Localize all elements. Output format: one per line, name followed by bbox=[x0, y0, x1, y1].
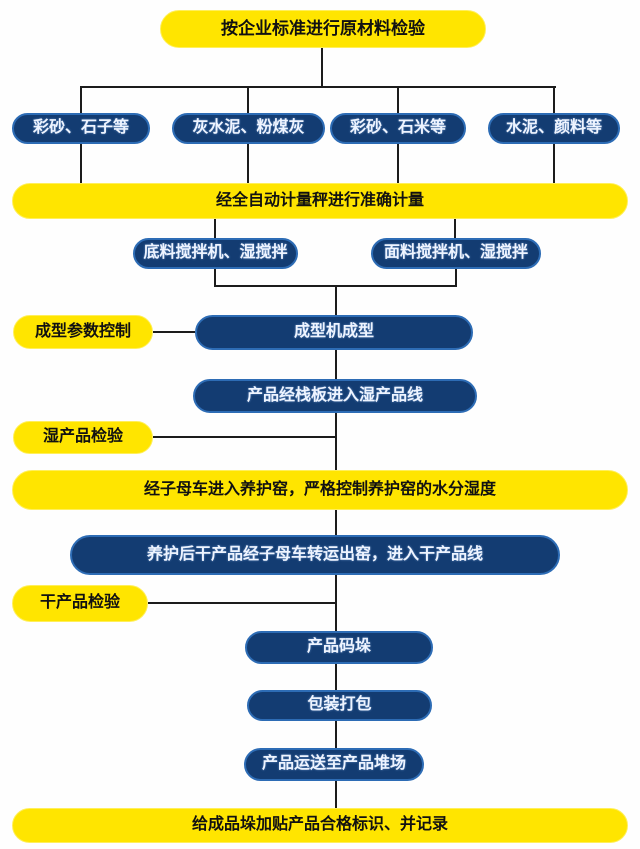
node-product-stacking: 产品码垛 bbox=[245, 631, 433, 664]
connector bbox=[153, 331, 195, 333]
node-packing: 包装打包 bbox=[247, 690, 432, 721]
node-forming-parameter-control: 成型参数控制 bbox=[13, 315, 153, 349]
connector bbox=[247, 144, 249, 184]
node-kiln-out-dry-line: 养护后干产品经子母车转运出窑，进入干产品线 bbox=[70, 535, 560, 575]
node-wet-product-inspection: 湿产品检验 bbox=[13, 421, 153, 454]
connector bbox=[335, 721, 337, 749]
node-label-and-record: 给成品垛加贴产品合格标识、并记录 bbox=[12, 808, 628, 843]
connector bbox=[214, 219, 216, 239]
node-material-cement-flyash: 灰水泥、粉煤灰 bbox=[172, 113, 325, 144]
connector bbox=[335, 781, 337, 809]
connector bbox=[148, 602, 336, 604]
connector bbox=[553, 86, 555, 114]
node-pallet-to-wet-line: 产品经栈板进入湿产品线 bbox=[193, 379, 477, 413]
connector bbox=[455, 269, 457, 287]
connector bbox=[321, 48, 323, 87]
connector bbox=[80, 86, 82, 114]
connector bbox=[397, 86, 399, 114]
node-material-sand-stone: 彩砂、石子等 bbox=[12, 113, 150, 144]
connector bbox=[335, 285, 337, 316]
connector bbox=[214, 269, 216, 287]
node-forming-machine: 成型机成型 bbox=[195, 315, 473, 350]
node-transport-to-yard: 产品运送至产品堆场 bbox=[244, 748, 424, 781]
node-curing-kiln: 经子母车进入养护窑，严格控制养护窑的水分湿度 bbox=[12, 470, 628, 510]
node-surface-mixer: 面料搅拌机、湿搅拌 bbox=[371, 238, 541, 269]
node-material-cement-pigment: 水泥、颜料等 bbox=[488, 113, 620, 144]
connector bbox=[80, 144, 82, 184]
node-raw-material-inspection: 按企业标准进行原材料检验 bbox=[160, 10, 486, 48]
connector bbox=[80, 86, 556, 88]
connector bbox=[247, 86, 249, 114]
node-auto-weighing: 经全自动计量秤进行准确计量 bbox=[12, 183, 628, 219]
connector bbox=[397, 144, 399, 184]
node-material-sand-rice-stone: 彩砂、石米等 bbox=[330, 113, 466, 144]
node-base-mixer: 底料搅拌机、湿搅拌 bbox=[133, 238, 298, 269]
connector bbox=[335, 350, 337, 379]
connector bbox=[335, 413, 337, 471]
node-dry-product-inspection: 干产品检验 bbox=[12, 585, 148, 622]
connector bbox=[153, 436, 336, 438]
connector bbox=[335, 510, 337, 536]
connector bbox=[335, 575, 337, 632]
connector bbox=[553, 144, 555, 184]
connector bbox=[335, 664, 337, 691]
connector bbox=[454, 219, 456, 239]
